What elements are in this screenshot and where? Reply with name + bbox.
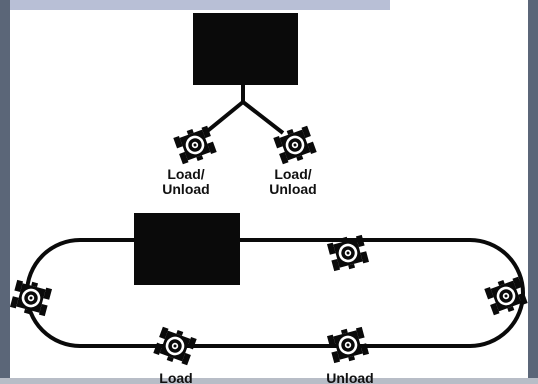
station-label-line1: Load/ [274,166,311,182]
vehicle-load [151,323,199,369]
frame-bottom-strip [0,378,538,384]
loop-track [25,238,525,348]
top-left-station: Load/ Unload [162,122,219,197]
station-label-line1: Load/ [167,166,204,182]
frame-top-white [390,0,538,10]
top-machine-square [193,13,298,85]
vehicle-unload [325,323,371,367]
load-label: Load [159,370,192,384]
bottom-section: Load Unload [8,213,530,384]
frame-right-border [528,0,538,384]
bottom-machine-square [134,213,240,285]
frame-left-border [0,0,10,384]
top-y-connector [203,85,285,135]
station-label-line2: Unload [269,181,316,197]
top-section: Load/ Unload Load/ Unload [162,13,319,197]
frame-top-bar [0,0,538,10]
top-right-station: Load/ Unload [269,122,319,197]
station-label-line2: Unload [162,181,209,197]
unload-label: Unload [326,370,373,384]
